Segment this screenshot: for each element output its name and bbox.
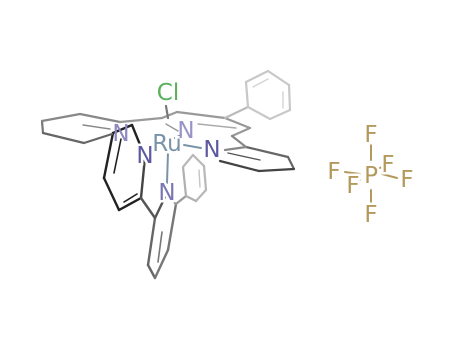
terpyridine-ligand-bonds	[40, 104, 296, 173]
nitrogen-atom-label: N	[112, 121, 129, 147]
nitrogen-atom-label: N	[136, 143, 153, 169]
nitrogen-atom-label: N	[177, 118, 194, 144]
nitrogen-atom-label: N	[158, 180, 175, 206]
atom-labels: Cl Ru N N N N N P F F F F F F	[112, 78, 416, 231]
coordination-bonds	[148, 134, 202, 184]
pendant-phenyl-front	[174, 153, 208, 206]
bipyridine-ligand-bonds	[102, 123, 178, 280]
pendant-phenyl-back	[223, 69, 292, 121]
fluorine-atom-label: F	[346, 173, 359, 199]
nitrogen-atom-label: N	[203, 137, 220, 163]
ruthenium-atom-label: Ru	[152, 131, 182, 157]
fluorine-atom-label: F	[364, 122, 377, 148]
chlorine-atom-label: Cl	[157, 80, 179, 106]
fluorine-atom-label: F	[400, 167, 413, 193]
fluorine-atom-label: F	[381, 152, 394, 178]
phosphorus-atom-label: P	[364, 163, 378, 189]
fluorine-atom-label: F	[364, 202, 377, 228]
hexafluorophosphate-bonds	[344, 144, 398, 205]
fluorine-atom-label: F	[327, 159, 340, 185]
